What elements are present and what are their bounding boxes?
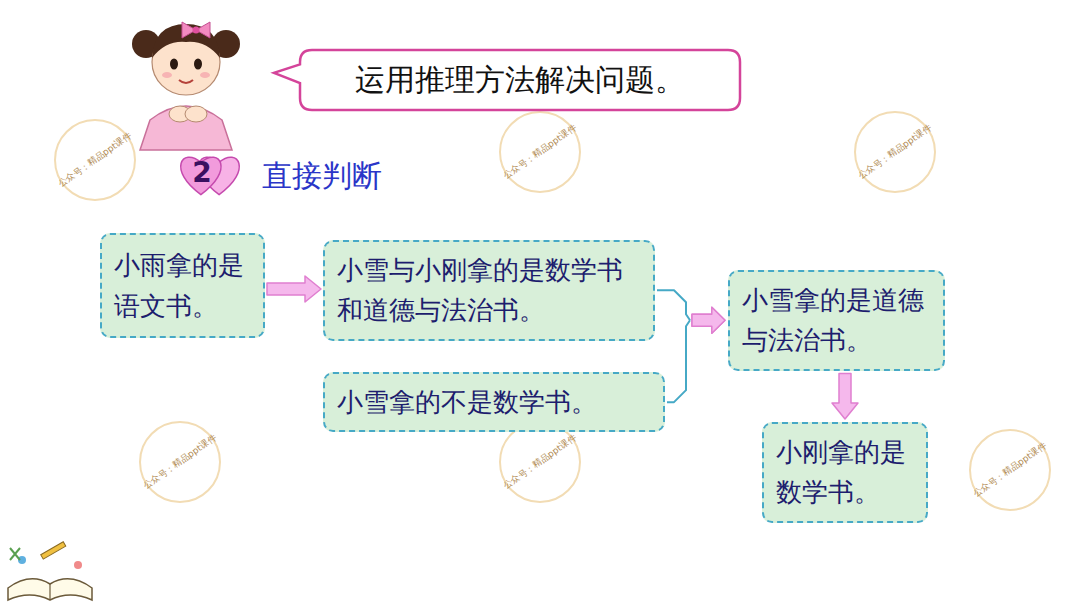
watermark-circle bbox=[140, 422, 220, 502]
speech-bubble: 运用推理方法解决问题。 bbox=[300, 50, 740, 110]
node-text: 运用推理方法解决问题。 bbox=[355, 60, 685, 101]
watermark: 公众号：精品ppt课件 bbox=[56, 130, 135, 191]
watermark-circle bbox=[500, 112, 580, 192]
connector-arrow bbox=[832, 374, 858, 419]
node-text: 2 bbox=[182, 156, 222, 189]
fact-box: 小雪拿的不是数学书。 bbox=[323, 372, 665, 432]
connector-arrow bbox=[667, 307, 725, 402]
watermark-circle bbox=[500, 422, 580, 502]
conclusion-box: 小雪拿的是道德与法治书。 bbox=[728, 270, 945, 371]
watermark: 公众号：精品ppt课件 bbox=[501, 432, 580, 493]
watermark-circle bbox=[855, 112, 935, 192]
node-text: 小刚拿的是数学书。 bbox=[776, 432, 914, 513]
section-heading: 直接判断 bbox=[262, 156, 382, 197]
watermark: 公众号：精品ppt课件 bbox=[971, 440, 1050, 501]
fact-box: 小雨拿的是语文书。 bbox=[100, 233, 265, 338]
node-text: 小雪拿的是道德与法治书。 bbox=[742, 280, 931, 361]
watermark-circle bbox=[55, 120, 135, 200]
girl-illustration bbox=[132, 22, 240, 150]
watermark: 公众号：精品ppt课件 bbox=[141, 432, 220, 493]
node-text: 小雨拿的是语文书。 bbox=[114, 245, 251, 326]
node-text: 小雪与小刚拿的是数学书和道德与法治书。 bbox=[337, 250, 641, 331]
watermark: 公众号：精品ppt课件 bbox=[856, 122, 935, 183]
book-icon bbox=[8, 542, 92, 600]
watermark: 公众号：精品ppt课件 bbox=[501, 122, 580, 183]
number-badge: 2 bbox=[172, 148, 248, 198]
fact-box: 小雪与小刚拿的是数学书和道德与法治书。 bbox=[323, 240, 655, 341]
node-text: 小雪拿的不是数学书。 bbox=[337, 382, 597, 422]
connector-arrow bbox=[657, 290, 725, 333]
connector-arrow bbox=[267, 276, 321, 302]
watermark-circle bbox=[970, 430, 1050, 510]
conclusion-box: 小刚拿的是数学书。 bbox=[762, 422, 928, 523]
